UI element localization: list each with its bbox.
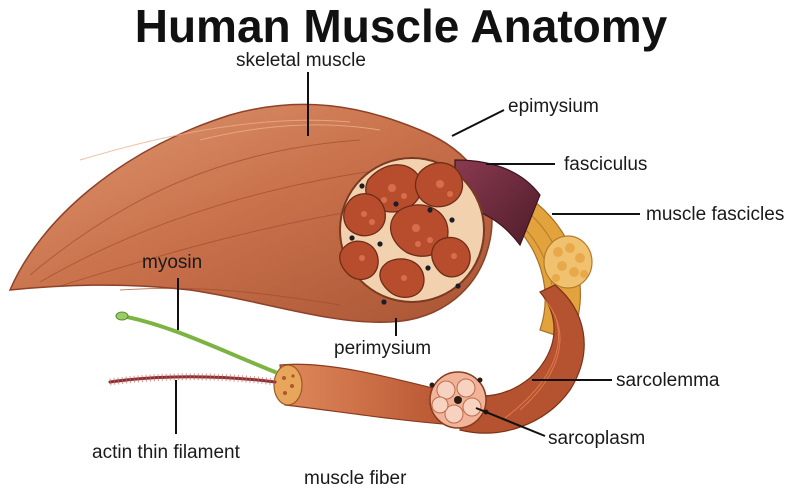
myosin-filament — [116, 312, 275, 372]
label-sarcolemma: sarcolemma — [616, 370, 719, 392]
label-perimysium: perimysium — [334, 338, 431, 360]
actin-filament — [110, 377, 275, 382]
label-myosin: myosin — [142, 252, 202, 274]
label-actin-thin-filament: actin thin filament — [92, 442, 240, 464]
label-muscle-fascicles: muscle fascicles — [646, 204, 784, 226]
label-epimysium: epimysium — [508, 96, 599, 118]
fascicle-end-knot — [544, 236, 592, 288]
label-skeletal-muscle: skeletal muscle — [236, 50, 366, 72]
label-sarcoplasm: sarcoplasm — [548, 428, 645, 450]
label-muscle-fiber: muscle fiber — [304, 468, 406, 490]
leader-epimysium — [452, 110, 504, 136]
label-fasciculus: fasciculus — [564, 154, 647, 176]
